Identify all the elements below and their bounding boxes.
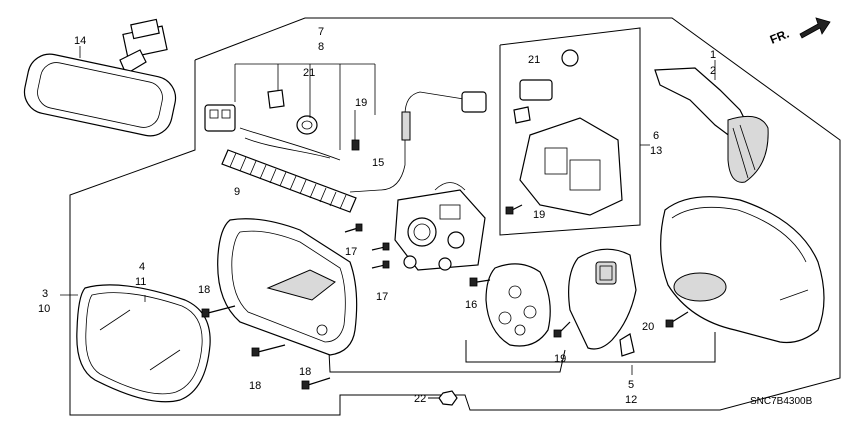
turn-signal-light [654, 67, 769, 183]
screws-17 [344, 223, 390, 269]
callout-17b: 17 [376, 291, 388, 303]
callout-14: 14 [74, 35, 86, 47]
rearview-mirror [23, 18, 177, 137]
callout-22: 22 [414, 393, 426, 405]
callout-10: 10 [38, 303, 50, 315]
callout-19c: 19 [554, 353, 566, 365]
callout-12: 12 [625, 394, 637, 406]
callout-15: 15 [372, 157, 384, 169]
bracket-16 [465, 340, 560, 363]
callout-2: 2 [710, 65, 716, 77]
callout-5: 5 [628, 379, 634, 391]
assembly-boundary [69, 17, 841, 416]
lower-cover-cap [553, 248, 637, 357]
callout-3: 3 [42, 288, 48, 300]
callout-13: 13 [650, 145, 662, 157]
callout-1: 1 [710, 49, 716, 61]
actuator-box [499, 27, 641, 236]
outer-housing-cover [660, 196, 825, 344]
mirror-holder [469, 263, 551, 347]
power-cable [349, 91, 487, 193]
callout-16: 16 [465, 299, 477, 311]
harness-connectors [204, 89, 360, 161]
diagram-code: SNC7B4300B [750, 396, 813, 407]
callout-17a: 17 [345, 246, 357, 258]
callout-19b: 19 [533, 209, 545, 221]
callout-7: 7 [318, 26, 324, 38]
callout-21a: 21 [303, 67, 315, 79]
front-direction-arrow: FR. [768, 17, 831, 47]
corrugated-tube [221, 149, 357, 213]
mirror-glass [76, 284, 211, 403]
callout-18c: 18 [299, 366, 311, 378]
callout-4: 4 [139, 261, 145, 273]
callout-18a: 18 [198, 284, 210, 296]
callout-21b: 21 [528, 54, 540, 66]
svg-text:FR.: FR. [768, 27, 791, 47]
leader-lines [60, 46, 716, 375]
callout-8: 8 [318, 41, 324, 53]
actuator-bracket [505, 49, 623, 216]
callout-11: 11 [135, 276, 146, 288]
mirror-housing-frame [217, 218, 358, 356]
bracket-cover [560, 332, 716, 363]
nut-22 [428, 390, 458, 406]
screws-18 [201, 305, 331, 390]
mirror-actuator [394, 182, 486, 271]
callout-18b: 18 [249, 380, 261, 392]
callout-labels: 14 7 8 21 19 15 9 17 17 21 6 13 19 1 2 4… [38, 26, 716, 406]
callout-6: 6 [653, 130, 659, 142]
callout-19a: 19 [355, 97, 367, 109]
callout-9: 9 [234, 186, 240, 198]
callout-20: 20 [642, 321, 654, 333]
